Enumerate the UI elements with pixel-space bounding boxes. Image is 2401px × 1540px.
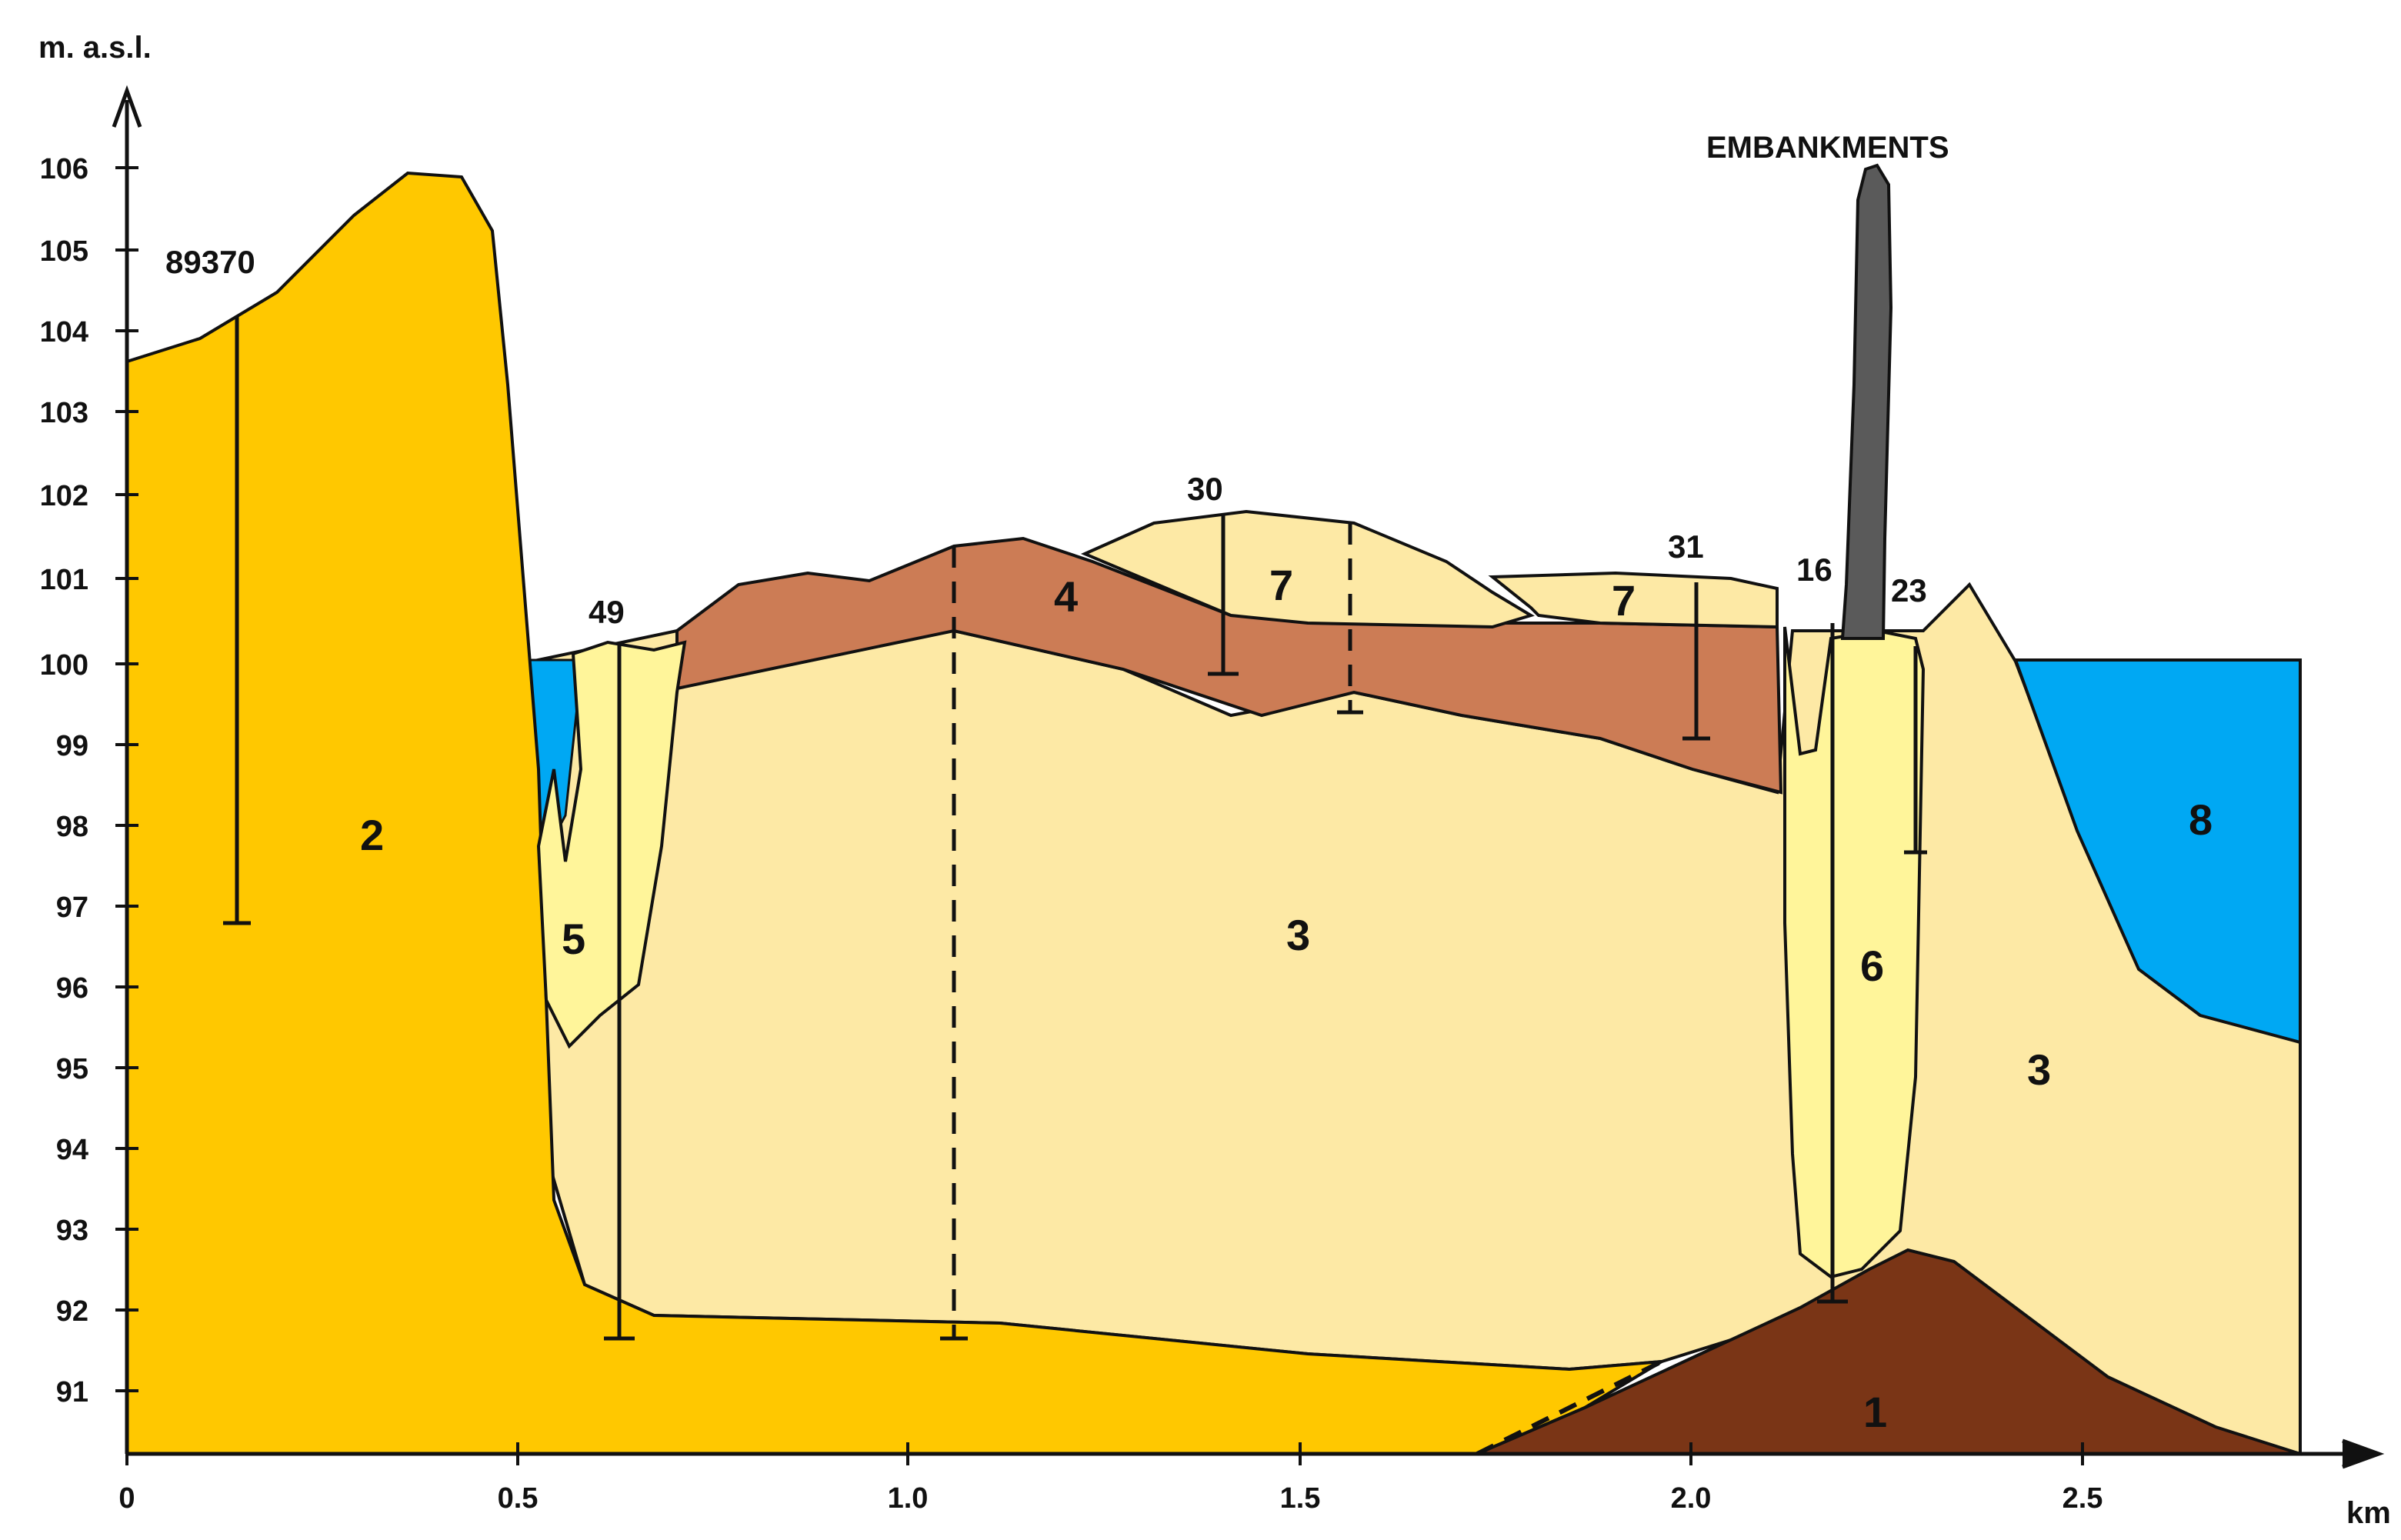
svg-text:102: 102: [40, 480, 88, 512]
y-tick-labels: 91 92 93 94 95 96 97 98 99 100 101 102 1…: [40, 153, 88, 1408]
svg-text:98: 98: [56, 811, 88, 843]
unit-label-2: 2: [360, 811, 384, 859]
unit-label-4: 4: [1054, 572, 1078, 621]
unit-label-8: 8: [2189, 795, 2213, 844]
boreholes: [223, 315, 1927, 1341]
well-label-49: 49: [589, 594, 625, 630]
well-label-23: 23: [1891, 572, 1927, 608]
unit-label-3-center: 3: [1286, 911, 1310, 959]
svg-text:2.5: 2.5: [2063, 1482, 2103, 1515]
svg-text:106: 106: [40, 153, 88, 185]
y-axis-arrow: [112, 85, 142, 128]
unit-label-7-b: 7: [1612, 576, 1636, 625]
y-ticks: [115, 166, 138, 1392]
svg-text:94: 94: [56, 1134, 88, 1166]
unit-label-6: 6: [1860, 942, 1884, 990]
embankments-label: EMBANKMENTS: [1706, 131, 1949, 165]
unit-label-7-a: 7: [1269, 561, 1293, 609]
svg-text:103: 103: [40, 397, 88, 429]
well-label-89370: 89370: [165, 244, 255, 280]
unit-7-lens-a: [1080, 509, 1535, 629]
svg-text:97: 97: [56, 892, 88, 924]
unit-6-channel: [1783, 626, 1926, 1279]
unit-label-5: 5: [562, 915, 585, 963]
unit-5-channel: [536, 640, 687, 1049]
well-label-31: 31: [1668, 528, 1704, 565]
svg-text:93: 93: [56, 1215, 88, 1247]
svg-text:104: 104: [40, 316, 88, 348]
unit-label-3-right: 3: [2027, 1045, 2051, 1094]
svg-text:100: 100: [40, 649, 88, 682]
svg-text:105: 105: [40, 235, 88, 268]
unit-8-water-right: [2013, 658, 2302, 1045]
svg-text:99: 99: [56, 730, 88, 762]
x-tick-labels: 0 0.5 1.0 1.5 2.0 2.5: [118, 1482, 2103, 1515]
svg-text:2.0: 2.0: [1671, 1482, 1712, 1515]
well-label-30: 30: [1187, 471, 1223, 507]
x-axis-unit: km: [2346, 1496, 2391, 1530]
svg-text:95: 95: [56, 1053, 88, 1085]
unit-label-1: 1: [1863, 1388, 1887, 1436]
y-axis-title: m. a.s.l.: [38, 31, 152, 65]
embankment: [1840, 163, 1893, 640]
svg-text:0.5: 0.5: [498, 1482, 539, 1515]
x-ticks: [125, 1442, 2084, 1465]
svg-text:0: 0: [118, 1482, 135, 1515]
unit-7-lens-b: [1488, 571, 1779, 629]
svg-text:1.0: 1.0: [888, 1482, 929, 1515]
unit-2-body: [125, 171, 1663, 1455]
svg-text:96: 96: [56, 972, 88, 1005]
well-label-16: 16: [1796, 552, 1832, 588]
svg-text:92: 92: [56, 1295, 88, 1328]
unit-1-basement: [1476, 1248, 2301, 1455]
x-axis-arrow: [2342, 1438, 2385, 1469]
unit-1-contact-dashed: [1476, 1359, 1663, 1456]
svg-text:91: 91: [56, 1376, 88, 1408]
svg-text:1.5: 1.5: [1280, 1482, 1321, 1515]
svg-text:101: 101: [40, 564, 88, 596]
